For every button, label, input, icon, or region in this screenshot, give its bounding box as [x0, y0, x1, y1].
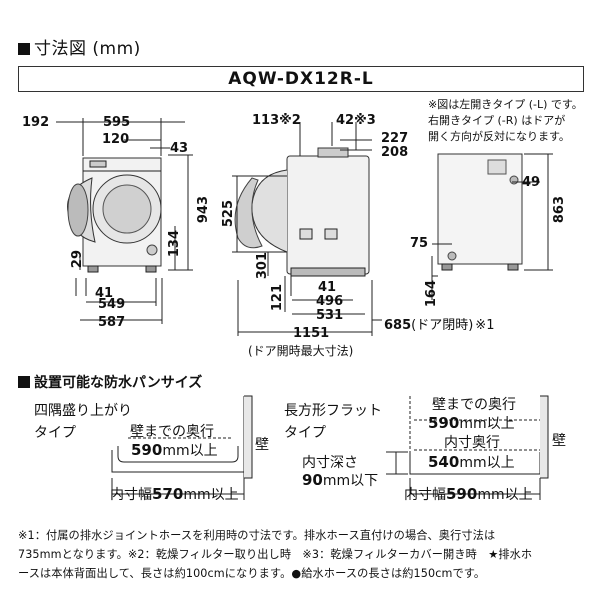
dim-685-note: ※1 [475, 318, 495, 333]
back-view-machine [437, 153, 523, 271]
pan-left-wall: 壁 [255, 437, 269, 453]
dim-531: 531 [316, 308, 344, 323]
pan-left-type: 四隅盛り上がり タイプ [34, 400, 132, 444]
pan-right-type-line: 長方形フラット [284, 403, 382, 419]
orientation-note: ※図は左開きタイプ (-L) です。 右開きタイプ (-R) はドアが 開く方向… [428, 97, 583, 145]
pan-section-title: 設置可能な防水パンサイズ [18, 372, 202, 392]
pan-left-diagram [111, 395, 253, 500]
dim-75: 75 [410, 236, 429, 251]
pan-left-width: 内寸幅570mm以上 [110, 484, 239, 504]
dim-227: 227 [381, 131, 409, 146]
front-view-machine [67, 157, 162, 273]
pan-left-width-unit: mm以上 [183, 487, 239, 503]
pan-left-type-line: 四隅盛り上がり [34, 403, 132, 419]
pan-right-inner-height-label: 内寸深さ [302, 455, 358, 471]
pan-right-depth-unit: mm以上 [459, 416, 515, 432]
pan-right-diagram [386, 395, 549, 500]
front-view-dimension-lines [56, 118, 193, 324]
pan-right-width: 内寸幅590mm以上 [404, 484, 533, 504]
pan-left-depth: 590mm以上 [131, 440, 218, 460]
pan-left-depth-unit: mm以上 [162, 443, 218, 459]
footnote-line: ースは本体背面出して、長さは約100cmになります。●給水ホースの長さは約150… [18, 567, 486, 580]
dim-134: 134 [167, 230, 182, 258]
dim-42: 42※3 [336, 113, 376, 128]
dim-41: 41 [95, 286, 114, 301]
side-view-machine [234, 147, 370, 277]
pan-right-inner-depth-label: 内寸奥行 [444, 435, 500, 451]
pan-right-depth: 590mm以上 [428, 413, 515, 433]
footnote-line: 735mmとなります。※2：乾燥フィルター取り出し時 ※3：乾燥フィルターカバー… [18, 548, 533, 561]
square-bullet-icon [18, 376, 30, 388]
dim-685: 685(ドア閉時)※1 [384, 314, 494, 333]
pan-right-depth-value: 590 [428, 414, 460, 432]
pan-right-type-line: タイプ [284, 425, 326, 441]
dim-42-note: ※3 [354, 113, 376, 128]
model-name-box: AQW-DX12R-L [18, 66, 584, 92]
pan-right-inner-height-value: 90 [302, 471, 323, 489]
pan-right-depth-label: 壁までの奥行 [432, 397, 516, 413]
dim-525: 525 [221, 200, 236, 228]
dim-685-caption: (ドア閉時) [411, 318, 474, 333]
pan-right-width-value: 590 [446, 485, 478, 503]
dim-42-value: 42 [336, 113, 355, 128]
dim-685-value: 685 [384, 318, 412, 333]
dim-113-value: 113 [252, 113, 280, 128]
dim-587: 587 [98, 315, 126, 330]
dim-43: 43 [170, 141, 189, 156]
dim-29: 29 [70, 250, 85, 269]
dim-1151: 1151 [293, 326, 330, 341]
pan-right-width-label: 内寸幅 [404, 487, 446, 503]
dim-496: 496 [316, 294, 344, 309]
back-view-dimension-lines [431, 153, 553, 300]
orientation-note-line: 右開きタイプ (-R) はドアが [428, 114, 566, 127]
pan-right-inner-depth-unit: mm以上 [459, 455, 515, 471]
dim-49: 49 [522, 175, 541, 190]
pan-section-title-text: 設置可能な防水パンサイズ [34, 375, 203, 391]
dim-301: 301 [255, 252, 270, 280]
dim-192: 192 [22, 115, 50, 130]
pan-left-depth-label: 壁までの奥行 [130, 424, 214, 440]
pan-left-type-line: タイプ [34, 425, 76, 441]
dim-164: 164 [424, 280, 439, 308]
orientation-note-line: 開く方向が反対になります。 [428, 130, 570, 143]
dim-208: 208 [381, 145, 409, 160]
pan-right-inner-height: 90mm以下 [302, 470, 378, 490]
dim-943: 943 [196, 196, 211, 224]
dim-41-side: 41 [318, 280, 337, 295]
pan-right-inner-height-unit: mm以下 [322, 473, 379, 489]
pan-right-wall: 壁 [552, 433, 566, 449]
side-view-dimension-lines [232, 122, 382, 336]
dim-863: 863 [552, 196, 567, 224]
dim-595: 595 [103, 115, 131, 130]
pan-right-inner-depth-value: 540 [428, 453, 460, 471]
pan-right-inner-depth: 540mm以上 [428, 452, 515, 472]
square-bullet-icon [18, 43, 30, 55]
dim-113: 113※2 [252, 113, 301, 128]
pan-left-depth-value: 590 [131, 441, 163, 459]
footnote: ※1：付属の排水ジョイントホースを利用時の寸法です。排水ホース直付けの場合、奥行… [18, 526, 584, 583]
dim-113-note: ※2 [279, 113, 301, 128]
pan-left-width-label: 内寸幅 [110, 487, 152, 503]
dim-121: 121 [270, 284, 285, 312]
section-title-text: 寸法図 (mm) [34, 39, 141, 59]
pan-right-type: 長方形フラット タイプ [284, 400, 382, 444]
footnote-line: ※1：付属の排水ジョイントホースを利用時の寸法です。排水ホース直付けの場合、奥行… [18, 529, 496, 542]
pan-left-width-value: 570 [152, 485, 184, 503]
section-title: 寸法図 (mm) [18, 34, 141, 59]
dim-549: 549 [98, 297, 126, 312]
orientation-note-line: ※図は左開きタイプ (-L) です。 [428, 98, 583, 111]
pan-right-width-unit: mm以上 [477, 487, 533, 503]
dim-120: 120 [102, 132, 130, 147]
dim-1151-caption: (ドア開時最大寸法) [248, 344, 354, 358]
